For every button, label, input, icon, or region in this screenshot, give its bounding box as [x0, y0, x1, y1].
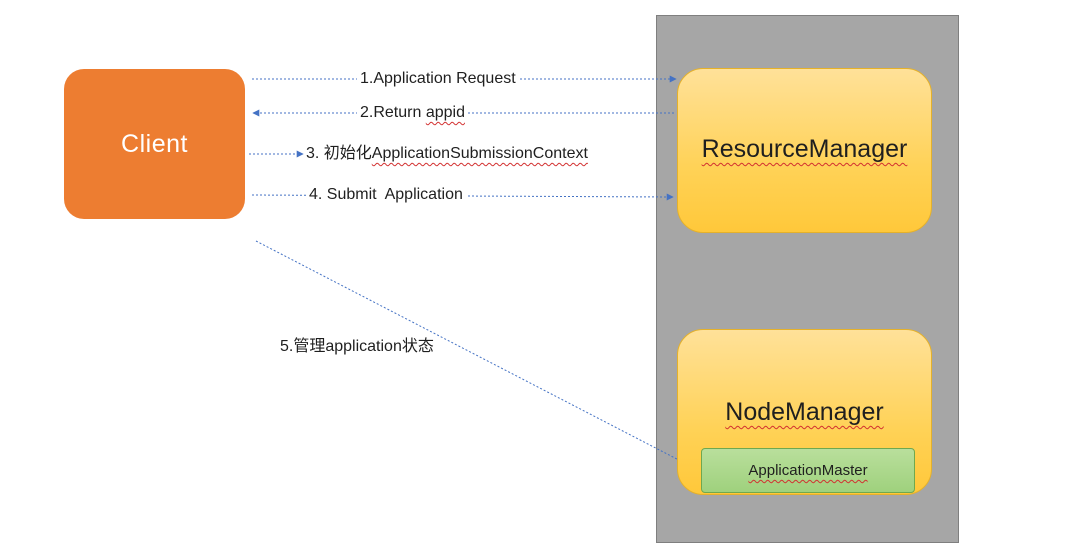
message-3-prefix: 3. 初始化	[306, 145, 372, 162]
message-1-label: 1.Application Request	[357, 69, 519, 89]
message-2-appid: appid	[425, 104, 465, 121]
message-2-prefix: 2.Return	[360, 104, 426, 121]
arrow-5-manage-status	[255, 240, 701, 472]
application-master-box: ApplicationMaster	[701, 448, 915, 493]
resource-manager-box: ResourceManager	[677, 68, 932, 233]
message-2-label: 2.Return appid	[357, 103, 468, 123]
resource-manager-label: ResourceManager	[701, 135, 908, 163]
client-box: Client	[64, 69, 245, 219]
message-4-label: 4. Submit Application	[306, 185, 466, 205]
client-label: Client	[121, 129, 188, 158]
message-3-context: ApplicationSubmissionContext	[371, 145, 588, 162]
node-manager-label: NodeManager	[725, 398, 884, 426]
message-3-label: 3. 初始化ApplicationSubmissionContext	[303, 144, 591, 164]
application-master-label: ApplicationMaster	[748, 462, 868, 479]
message-5-label: 5.管理application状态	[280, 338, 434, 355]
